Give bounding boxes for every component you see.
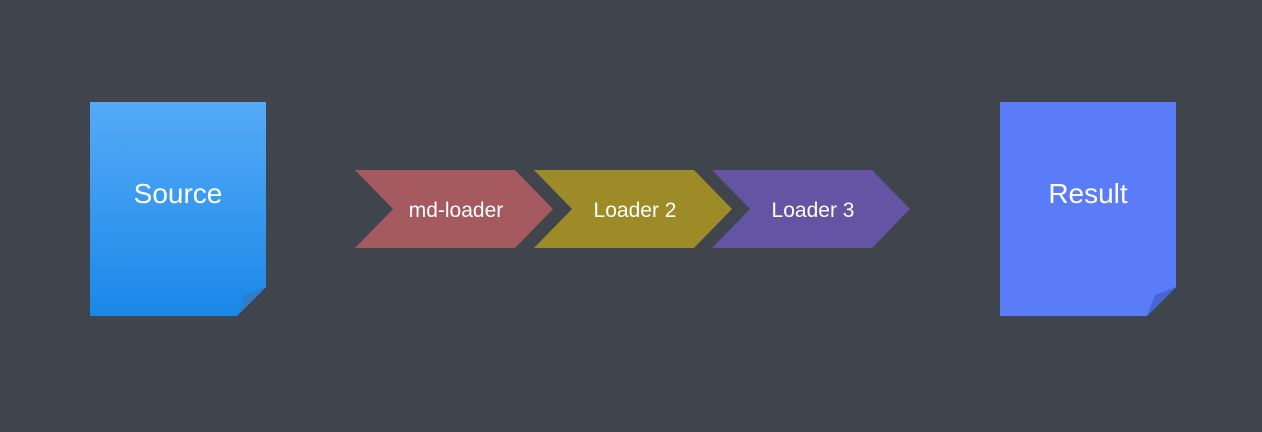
loader-label-2: Loader 2 (594, 199, 677, 222)
result-label: Result (1048, 178, 1128, 209)
loader-chevron-2 (534, 170, 732, 248)
loader-chevron-3 (712, 170, 910, 248)
source-label: Source (134, 178, 223, 209)
loader-3: Loader 3 (712, 170, 910, 248)
loader-chevron-1 (355, 170, 553, 248)
result-document-body (1000, 102, 1176, 316)
source-document: Source (90, 102, 266, 316)
loader-label-3: Loader 3 (772, 199, 855, 222)
result-document-fold (1147, 287, 1176, 316)
loader-md-loader: md-loader (355, 170, 553, 248)
loader-2: Loader 2 (534, 170, 732, 248)
result-document: Result (1000, 102, 1176, 316)
source-document-body (90, 102, 266, 316)
source-document-fold (237, 287, 266, 316)
loader-label-1: md-loader (409, 199, 504, 222)
